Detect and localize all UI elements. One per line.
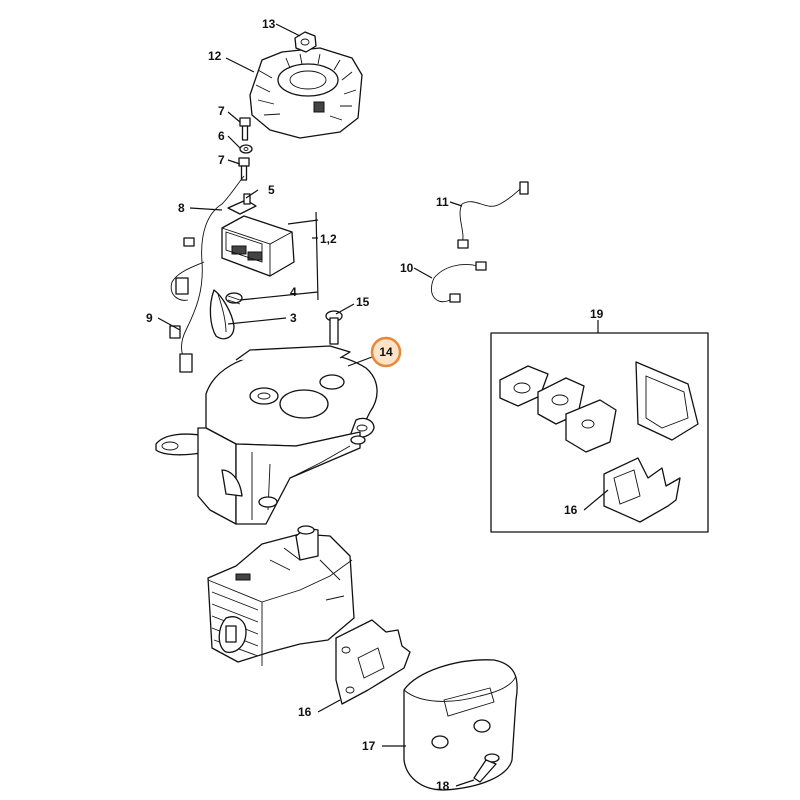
- label-7-upper[interactable]: 7: [218, 104, 225, 118]
- spring-4[interactable]: [225, 292, 243, 305]
- gasket-kit-box[interactable]: [490, 332, 709, 533]
- label-9[interactable]: 9: [146, 311, 153, 325]
- ignition-module-part[interactable]: [221, 215, 295, 277]
- label-11[interactable]: 11: [436, 195, 449, 209]
- gasket-16[interactable]: [335, 619, 411, 705]
- screw-7-upper[interactable]: [239, 117, 251, 141]
- washer-6[interactable]: [239, 144, 253, 154]
- muffler-17[interactable]: [403, 659, 518, 791]
- label-17[interactable]: 17: [362, 739, 376, 753]
- fan-housing-part[interactable]: [155, 345, 378, 525]
- screw-18[interactable]: [473, 753, 500, 783]
- bolt-15[interactable]: [325, 310, 343, 345]
- label-18[interactable]: 18: [436, 779, 450, 793]
- label-6[interactable]: 6: [218, 129, 225, 143]
- label-12[interactable]: 12: [208, 49, 222, 63]
- flywheel-part[interactable]: [249, 47, 363, 139]
- wire-11[interactable]: [457, 181, 529, 249]
- label-19[interactable]: 19: [590, 307, 604, 321]
- label-14[interactable]: 14: [379, 345, 393, 359]
- label-7-lower[interactable]: 7: [218, 153, 225, 167]
- clip-5[interactable]: [227, 193, 257, 215]
- label-3[interactable]: 3: [290, 311, 297, 325]
- engine-cylinder-part[interactable]: [207, 525, 355, 666]
- label-4[interactable]: 4: [290, 285, 297, 299]
- label-13[interactable]: 13: [262, 17, 276, 31]
- nut-part[interactable]: [294, 31, 317, 53]
- spark-plug-boot-3[interactable]: [209, 289, 235, 340]
- label-10[interactable]: 10: [400, 261, 414, 275]
- label-16[interactable]: 16: [298, 705, 312, 719]
- label-5[interactable]: 5: [268, 183, 275, 197]
- part-labels: 13 12 7 6 7 5 8 1,2 4 3 9 15 11 10 19 16…: [146, 17, 604, 793]
- wire-10[interactable]: [430, 261, 487, 303]
- label-16-kit[interactable]: 16: [564, 503, 578, 517]
- screw-7-lower[interactable]: [238, 157, 250, 181]
- highlight-callout-14[interactable]: 14: [370, 336, 402, 368]
- label-1-2[interactable]: 1,2: [320, 232, 337, 246]
- label-8[interactable]: 8: [178, 201, 185, 215]
- label-15[interactable]: 15: [356, 295, 370, 309]
- wire-harness-8[interactable]: [169, 175, 245, 373]
